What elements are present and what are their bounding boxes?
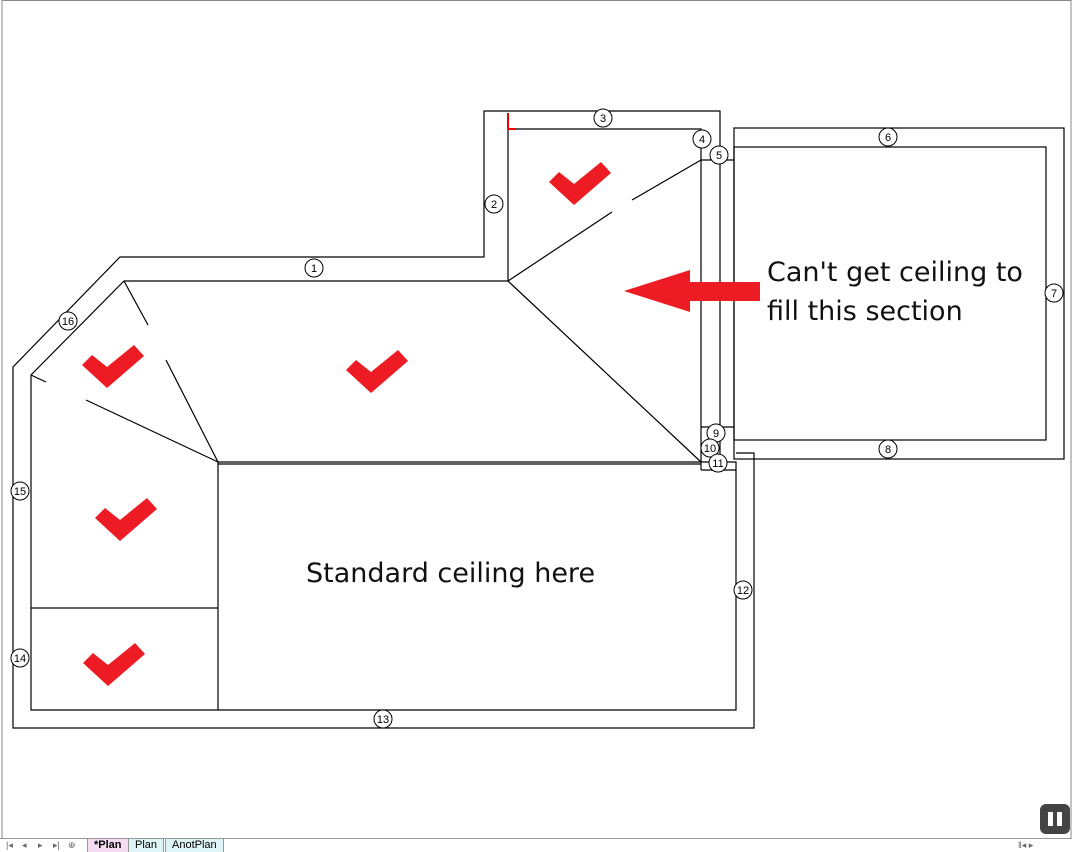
wall-label-13: 13	[373, 709, 393, 729]
horizontal-scrollbar[interactable]: ‖◂ ▸	[1018, 840, 1034, 850]
standard-ceiling-note: Standard ceiling here	[306, 558, 596, 589]
wall-label-12: 12	[733, 580, 753, 600]
sheet-tab-bar: |◂ ◂ ▸ ▸| ⊕ *Plan Plan AnotPlan ‖◂ ▸	[0, 838, 1072, 852]
svg-text:7: 7	[1051, 288, 1057, 300]
svg-text:16: 16	[62, 316, 74, 328]
svg-text:4: 4	[699, 134, 705, 146]
next-tab-icon[interactable]: ▸	[38, 840, 43, 850]
arrow-note: Can't get ceiling to fill this section	[767, 257, 1023, 327]
checkmark-icon	[549, 162, 611, 205]
wall-label-8: 8	[878, 439, 898, 459]
wall-label-4: 4	[692, 129, 712, 149]
svg-text:3: 3	[600, 113, 606, 125]
checkmark-icon	[83, 643, 145, 686]
prev-tab-icon[interactable]: ◂	[22, 840, 27, 850]
wall-label-16: 16	[58, 311, 78, 331]
svg-text:10: 10	[704, 443, 716, 455]
svg-text:6: 6	[885, 132, 891, 144]
svg-text:2: 2	[491, 199, 497, 211]
checkmark-icon	[346, 350, 408, 393]
svg-text:8: 8	[885, 444, 891, 456]
svg-text:12: 12	[737, 585, 749, 597]
wall-label-15: 15	[10, 481, 30, 501]
wall-label-10: 10	[700, 438, 720, 458]
svg-text:5: 5	[716, 150, 722, 162]
red-arrow-icon	[624, 270, 760, 312]
tab-plan-active[interactable]: *Plan	[87, 839, 129, 852]
svg-text:13: 13	[377, 714, 389, 726]
checkmark-icon	[95, 498, 157, 541]
svg-text:15: 15	[14, 486, 26, 498]
wall-label-2: 2	[484, 194, 504, 214]
tab-plan[interactable]: Plan	[128, 839, 165, 852]
svg-text:11: 11	[712, 458, 723, 470]
checkmark-icon	[82, 345, 144, 388]
first-tab-icon[interactable]: |◂	[6, 840, 13, 850]
wall-label-1: 1	[304, 258, 324, 278]
tab-anotplan[interactable]: AnotPlan	[165, 839, 224, 852]
walls	[12, 110, 1065, 729]
wall-label-7: 7	[1044, 283, 1064, 303]
wall-label-3: 3	[593, 108, 613, 128]
wall-label-6: 6	[878, 127, 898, 147]
pause-button[interactable]	[1040, 804, 1070, 834]
wall-label-14: 14	[10, 648, 30, 668]
wall-label-5: 5	[709, 145, 729, 165]
wall-label-11: 11	[708, 453, 728, 473]
svg-text:1: 1	[311, 263, 317, 275]
add-tab-icon[interactable]: ⊕	[68, 840, 76, 850]
svg-text:9: 9	[713, 428, 719, 440]
last-tab-icon[interactable]: ▸|	[53, 840, 60, 850]
svg-text:14: 14	[14, 653, 26, 665]
